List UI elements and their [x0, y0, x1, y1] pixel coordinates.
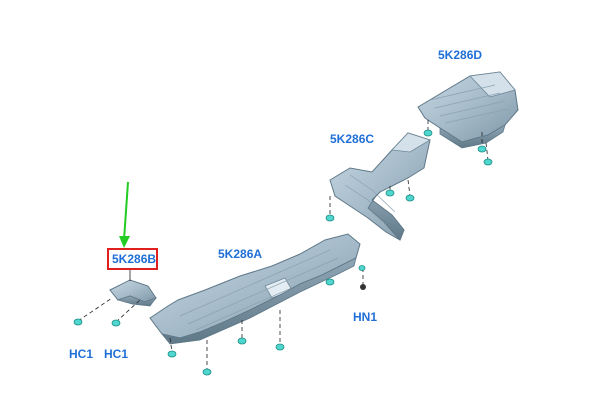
label-5k286c: 5K286C [330, 132, 375, 146]
heat-shield-5k286b [109, 279, 157, 307]
label-5k286d: 5K286D [438, 48, 483, 62]
label-hc1-left: HC1 [69, 347, 94, 361]
heat-shield-5k286d [417, 71, 519, 149]
fastener-hc1-right [111, 319, 121, 327]
fastener-hc1-left [73, 318, 83, 326]
heat-shield-5k286c [329, 132, 431, 241]
assembly-lines [77, 120, 489, 370]
label-hc1-right: HC1 [104, 347, 129, 361]
heat-shield-5k286a [149, 233, 361, 345]
label-5k286b: 5K286B [112, 252, 157, 266]
label-hn1: HN1 [353, 310, 378, 324]
label-5k286a: 5K286A [218, 247, 263, 261]
fastener-hn1 [360, 284, 366, 290]
green-arrow-icon [119, 181, 130, 248]
highlight-box-5k286b [107, 248, 158, 270]
fasteners [73, 129, 493, 376]
